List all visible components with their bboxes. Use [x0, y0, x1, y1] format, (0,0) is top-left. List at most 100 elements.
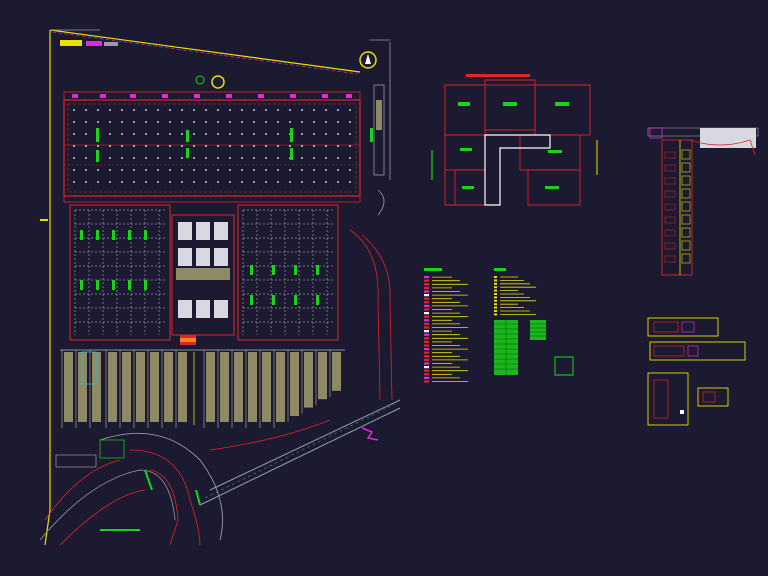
column-dot: [169, 169, 171, 171]
column-dot: [73, 145, 75, 147]
column-dot: [97, 109, 99, 111]
column-dot: [145, 145, 147, 147]
column-dot: [313, 133, 315, 135]
legend-swatch: [494, 306, 497, 309]
marker: [128, 230, 131, 240]
marker: [294, 295, 297, 305]
legend-swatch: [424, 344, 429, 347]
column-dot: [277, 121, 279, 123]
parking-row: [164, 352, 173, 422]
column-dot: [133, 121, 135, 123]
legend-red-list: [424, 268, 468, 383]
parking-row: [220, 352, 229, 422]
access-roads: [39, 189, 401, 546]
parking-row: [290, 352, 299, 416]
column-dot: [145, 121, 147, 123]
column-dot: [349, 133, 351, 135]
column-dot: [217, 181, 219, 183]
column-dot: [301, 157, 303, 159]
column-dot: [157, 145, 159, 147]
detail-boxes: [647, 317, 746, 426]
column-dot: [229, 145, 231, 147]
column-dot: [85, 145, 87, 147]
column-dot: [97, 169, 99, 171]
legend-swatch: [424, 312, 429, 315]
column-dot: [193, 109, 195, 111]
legend-swatch: [424, 330, 429, 333]
marker: [272, 295, 275, 305]
column-dot: [181, 181, 183, 183]
column-dot: [73, 169, 75, 171]
parking-row: [206, 352, 215, 422]
cell: [664, 151, 676, 159]
cell: [196, 222, 210, 240]
cell: [176, 268, 230, 280]
cell: [214, 300, 228, 318]
column-dot: [253, 133, 255, 135]
column-dot: [85, 181, 87, 183]
cell: [681, 201, 691, 212]
column-dot: [145, 181, 147, 183]
legend-yellow-list: [494, 268, 536, 316]
parking-row: [64, 352, 73, 422]
legend-swatch: [424, 326, 429, 329]
column-dot: [277, 133, 279, 135]
marker: [80, 230, 83, 240]
column-grid-dots: [73, 109, 351, 183]
cell: [196, 248, 210, 266]
column-dot: [169, 181, 171, 183]
cell: [664, 190, 676, 198]
column-dot: [229, 181, 231, 183]
legend-swatch: [424, 297, 429, 300]
marker: [96, 280, 99, 290]
legend-swatch: [424, 355, 429, 358]
column-dot: [109, 181, 111, 183]
legend-header: [494, 268, 506, 271]
column-dot: [145, 157, 147, 159]
marker: [96, 230, 99, 240]
cell: [664, 216, 676, 224]
column-dot: [85, 109, 87, 111]
parking-row: [262, 352, 271, 422]
column-dot: [157, 109, 159, 111]
column-dot: [337, 157, 339, 159]
column-dot: [301, 145, 303, 147]
column-dot: [121, 133, 123, 135]
column-dot: [253, 169, 255, 171]
column-dot: [241, 109, 243, 111]
legend-swatch: [424, 294, 429, 297]
legend-swatch: [494, 286, 497, 289]
site-plan: [39, 29, 401, 546]
column-dot: [241, 145, 243, 147]
parking-row: [150, 352, 159, 422]
cell: [681, 227, 691, 238]
column-dot: [121, 145, 123, 147]
column-dot: [217, 157, 219, 159]
column-dot: [253, 109, 255, 111]
column-dot: [337, 145, 339, 147]
cell: [681, 214, 691, 225]
wing-plan-detail: [647, 127, 759, 276]
column-dot: [337, 181, 339, 183]
legend-swatch: [424, 333, 429, 336]
cell: [214, 248, 228, 266]
column-dot: [133, 157, 135, 159]
column-dot: [313, 109, 315, 111]
column-dot: [85, 121, 87, 123]
column-dot: [121, 109, 123, 111]
column-dot: [325, 169, 327, 171]
column-dot: [205, 145, 207, 147]
legend-swatch: [424, 286, 429, 289]
column-dot: [277, 109, 279, 111]
column-dot: [145, 109, 147, 111]
cell: [664, 242, 676, 250]
column-dot: [181, 169, 183, 171]
column-dot: [85, 169, 87, 171]
cell: [178, 222, 192, 240]
parking-row: [332, 352, 341, 391]
column-dot: [193, 169, 195, 171]
column-dot: [265, 109, 267, 111]
legend-swatch: [494, 276, 497, 278]
legend-swatch: [424, 304, 429, 307]
